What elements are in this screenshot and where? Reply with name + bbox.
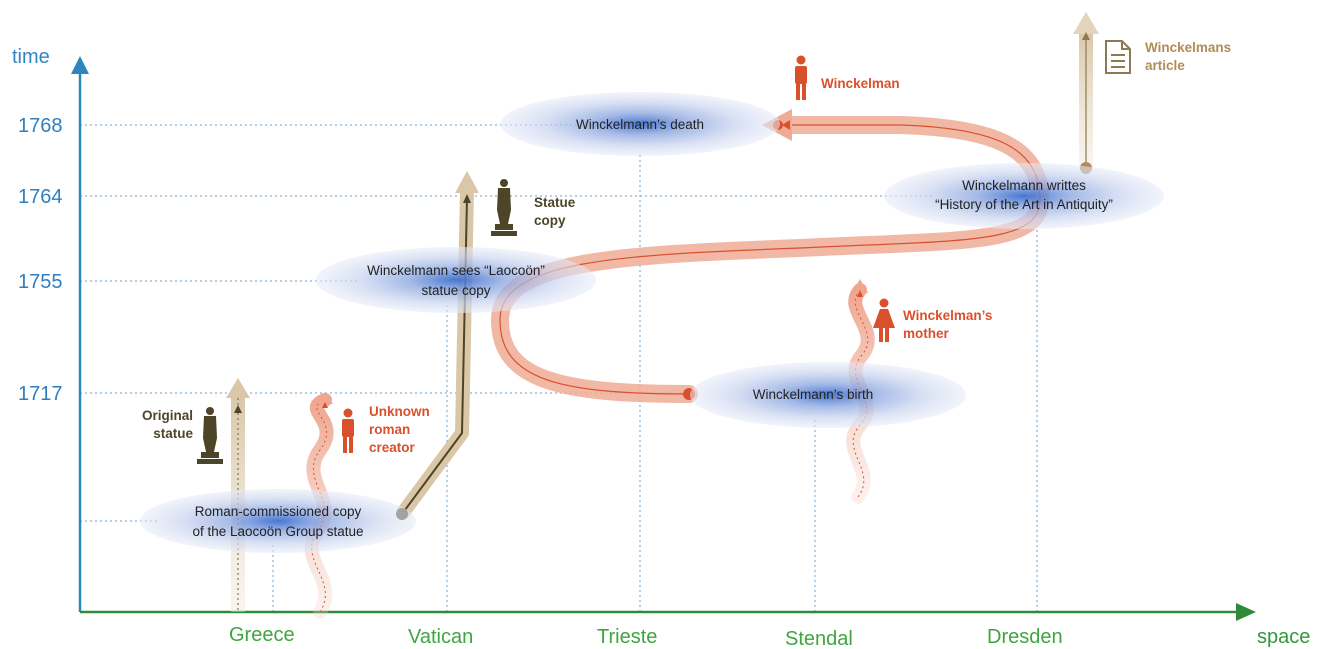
year-1768: 1768 bbox=[18, 115, 63, 137]
label-unknown-creator-line3: creator bbox=[369, 440, 416, 455]
space-axis-label: space bbox=[1257, 626, 1310, 648]
label-original-statue-line2: statue bbox=[153, 426, 193, 441]
event-birth-line1: Winckelmann’s birth bbox=[753, 387, 874, 402]
time-axis-arrowhead bbox=[71, 56, 89, 74]
label-unknown-creator-line1: Unknown bbox=[369, 404, 430, 419]
place-labels: Greece Vatican Trieste Stendal Dresden bbox=[229, 624, 1063, 649]
event-roman-copy-line1: Roman-commissioned copy bbox=[195, 504, 362, 519]
label-statue-copy-line2: copy bbox=[534, 213, 566, 228]
statue-copy-trail bbox=[396, 171, 479, 520]
event-sees-laocoon-line2: statue copy bbox=[421, 283, 490, 298]
year-labels: 1768 1764 1755 1717 bbox=[18, 115, 63, 405]
label-mother-line1: Winckelman’s bbox=[903, 308, 992, 323]
event-death-line1: Winckelmann’s death bbox=[576, 117, 704, 132]
place-stendal: Stendal bbox=[785, 628, 853, 649]
place-vatican: Vatican bbox=[408, 626, 473, 648]
event-writes-history: Winckelmann writtes “History of the Art … bbox=[884, 163, 1164, 229]
space-axis-arrowhead bbox=[1236, 603, 1256, 621]
person-icon bbox=[342, 408, 354, 453]
place-greece: Greece bbox=[229, 624, 295, 646]
woman-icon bbox=[873, 298, 895, 342]
event-writes-history-line2: “History of the Art in Antiquity” bbox=[935, 197, 1113, 212]
space-axis bbox=[80, 603, 1256, 621]
time-axis-label: time bbox=[12, 46, 50, 68]
place-trieste: Trieste bbox=[597, 626, 657, 648]
label-article-line2: article bbox=[1145, 58, 1185, 73]
article-trail bbox=[1073, 12, 1099, 174]
event-birth: Winckelmann’s birth bbox=[690, 362, 966, 428]
event-roman-copy-line2: of the Laocoön Group statue bbox=[192, 524, 363, 539]
event-roman-copy: Roman-commissioned copy of the Laocoön G… bbox=[140, 489, 416, 553]
statue-copy-icon bbox=[491, 179, 517, 236]
year-1764: 1764 bbox=[18, 186, 63, 208]
event-death: Winckelmann’s death bbox=[500, 92, 780, 156]
winckelman-person-icon bbox=[795, 55, 807, 100]
label-mother-line2: mother bbox=[903, 326, 950, 341]
label-statue-copy-line1: Statue bbox=[534, 195, 576, 210]
document-icon bbox=[1105, 40, 1131, 74]
place-dresden: Dresden bbox=[987, 626, 1063, 648]
label-winckelman: Winckelman bbox=[821, 76, 900, 91]
statue-icon bbox=[197, 407, 223, 464]
event-writes-history-line1: Winckelmann writtes bbox=[962, 178, 1086, 193]
event-sees-laocoon: Winckelmann sees “Laocoön” statue copy bbox=[316, 247, 596, 313]
label-original-statue-line1: Original bbox=[142, 408, 193, 423]
year-1755: 1755 bbox=[18, 271, 63, 293]
label-unknown-creator-line2: roman bbox=[369, 422, 410, 437]
year-1717: 1717 bbox=[18, 383, 63, 405]
label-article-line1: Winckelmans bbox=[1145, 40, 1231, 55]
time-axis bbox=[71, 56, 89, 612]
event-sees-laocoon-line1: Winckelmann sees “Laocoön” bbox=[367, 263, 545, 278]
